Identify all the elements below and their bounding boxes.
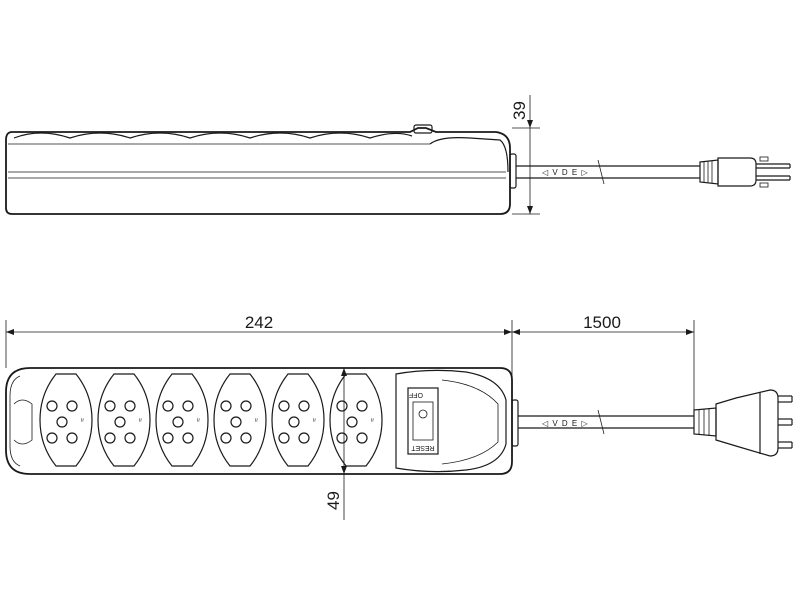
socket-outline [329,373,383,467]
side-view-switch [413,124,433,134]
socket: ≈ [329,373,383,467]
socket-hole [182,400,194,412]
socket-hole [356,400,368,412]
socket-hole [220,400,232,412]
top-view-left-end [9,375,21,467]
socket-rating-glyph: ≈ [310,418,317,422]
socket-outline [39,373,93,467]
socket-group: ≈ ≈ ≈ ≈ ≈ ≈ [39,373,383,467]
socket: ≈ [155,373,209,467]
top-view-vde-marking: ◁ V D E ▷ [542,419,589,428]
socket: ≈ [39,373,93,467]
socket-hole [356,432,368,444]
top-view-left-recess [13,399,33,445]
side-view-top-profile [13,132,413,139]
socket-hole [66,432,78,444]
power-switch-rocker [412,401,434,441]
side-view-vde-marking: ◁ V D E ▷ [542,168,589,177]
socket-hole [162,400,174,412]
socket-hole [162,432,174,444]
socket: ≈ [213,373,267,467]
socket-hole [220,432,232,444]
socket-earth-hole [172,416,184,428]
socket-hole [46,432,58,444]
dimension-height: 39 [510,95,540,215]
top-view-plug [693,389,793,457]
socket: ≈ [271,373,325,467]
socket-hole [278,400,290,412]
top-view-body [5,367,513,475]
side-view-strain-relief [509,153,517,189]
socket-hole [240,400,252,412]
socket-hole [336,400,348,412]
socket-rating-glyph: ≈ [136,418,143,422]
side-view: ◁ V D E ▷ 39 [5,95,791,215]
side-view-cable-housing [429,137,509,173]
socket-hole [278,432,290,444]
socket-rating-glyph: ≈ [194,418,201,422]
socket-earth-hole [230,416,242,428]
socket-hole [46,400,58,412]
socket-hole [240,432,252,444]
top-view-strain-relief [511,399,519,447]
socket-hole [124,400,136,412]
power-switch [407,387,439,455]
socket-hole [182,432,194,444]
socket-hole [104,400,116,412]
socket-earth-hole [114,416,126,428]
switch-housing-inner [441,379,499,465]
dimension-height-label: 39 [510,101,529,120]
socket-outline [97,373,151,467]
socket-outline [271,373,325,467]
dimension-width-label: 49 [324,491,343,510]
dimension-cable: 1500 [512,313,695,410]
switch-label-off: OFF [409,391,423,398]
socket: ≈ [97,373,151,467]
socket-hole [336,432,348,444]
socket-hole [124,432,136,444]
socket-hole [66,400,78,412]
socket-hole [298,400,310,412]
switch-label-reset: RESET [411,444,435,451]
side-view-plug [699,156,791,188]
socket-rating-glyph: ≈ [252,418,259,422]
top-view: ≈ ≈ ≈ ≈ ≈ ≈ OFF RESET ◁ V D E ▷ [5,313,793,520]
power-switch-indicator [418,409,428,419]
socket-rating-glyph: ≈ [78,418,85,422]
socket-hole [104,432,116,444]
socket-outline [213,373,267,467]
dimension-length-label: 242 [245,313,273,332]
socket-earth-hole [346,416,358,428]
socket-rating-glyph: ≈ [368,418,375,422]
side-view-body [5,127,511,215]
switch-housing [395,369,507,473]
dimension-width: 49 [324,368,347,520]
socket-earth-hole [56,416,68,428]
dimension-length: 242 [5,313,513,400]
side-view-cable-break [597,159,605,185]
top-view-cable-break [597,409,605,435]
socket-hole [298,432,310,444]
dimension-cable-label: 1500 [583,313,621,332]
socket-outline [155,373,209,467]
socket-earth-hole [288,416,300,428]
